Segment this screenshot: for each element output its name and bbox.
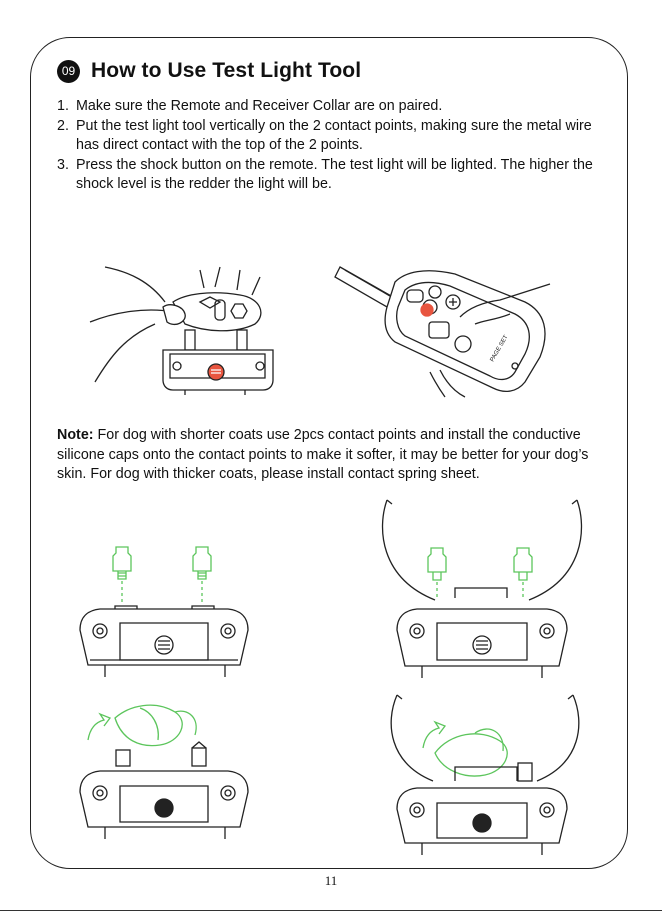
test-light-on-collar-illustration <box>89 266 274 395</box>
note-paragraph: Note: For dog with shorter coats use 2pc… <box>57 426 617 485</box>
step-1: 1.Make sure the Remote and Receiver Coll… <box>57 98 443 114</box>
section-title: How to Use Test Light Tool <box>91 59 362 82</box>
remote-shock-button-illustration: PAGE SET <box>334 266 551 398</box>
step-3: 3.Press the shock button on the remote. … <box>57 156 593 193</box>
section-number-badge: 09 <box>57 59 80 83</box>
collar-spring-sheet-illustration <box>381 499 583 678</box>
instruction-steps: 1.Make sure the Remote and Receiver Coll… <box>57 97 617 195</box>
page-number: 11 <box>324 873 338 888</box>
install-silicone-caps-illustration <box>79 704 249 839</box>
note-text: For dog with shorter coats use 2pcs cont… <box>57 427 589 482</box>
section-header: 09 How to Use Test Light Tool <box>57 59 361 83</box>
bottom-rule <box>0 910 662 911</box>
collar-contact-points-illustration <box>79 546 249 677</box>
install-spring-sheet-illustration <box>390 694 580 855</box>
note-label: Note: <box>57 427 94 443</box>
step-2: 2.Put the test light tool vertically on … <box>57 117 592 154</box>
page-frame <box>30 37 628 869</box>
